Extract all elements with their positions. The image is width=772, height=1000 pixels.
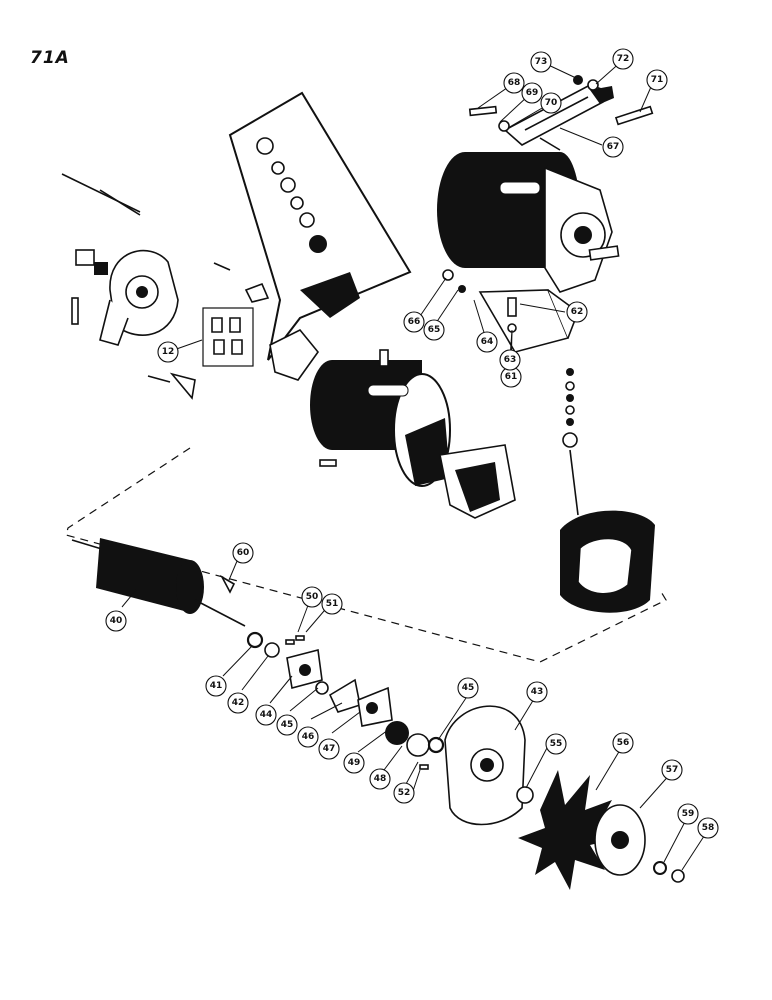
callout-73: 73	[530, 51, 552, 73]
callout-label: 59	[682, 809, 695, 819]
callout-49: 49	[343, 752, 365, 774]
callout-45a: 45	[457, 677, 479, 699]
callout-42: 42	[227, 692, 249, 714]
callout-label: 60	[237, 548, 250, 558]
callout-label: 64	[481, 337, 494, 347]
detail-callout-box	[228, 91, 412, 381]
callout-48: 48	[369, 768, 391, 790]
callout-62: 62	[566, 301, 588, 323]
assembled-generator	[437, 137, 620, 293]
callout-label: 50	[306, 592, 319, 602]
callout-label: 69	[526, 88, 539, 98]
pole-shoes	[405, 418, 516, 519]
callout-label: 45	[462, 683, 475, 693]
callout-57: 57	[661, 759, 683, 781]
callout-label: 66	[408, 317, 421, 327]
callout-label: 44	[260, 710, 273, 720]
terminal-and-field-coils	[560, 368, 655, 613]
callout-69: 69	[521, 82, 543, 104]
callout-label: 57	[666, 765, 679, 775]
callout-52: 52	[393, 782, 415, 804]
callout-label: 49	[348, 758, 361, 768]
callout-65: 65	[423, 319, 445, 341]
callout-label: 43	[531, 687, 544, 697]
callout-55: 55	[545, 733, 567, 755]
callout-label: 56	[617, 738, 630, 748]
callout-label: 73	[535, 57, 548, 67]
callout-label: 51	[326, 599, 339, 609]
callout-44: 44	[255, 704, 277, 726]
callout-label: 68	[508, 78, 521, 88]
callout-68: 68	[503, 72, 525, 94]
drive-end-bearing-parts	[246, 631, 445, 770]
callout-label: 71	[651, 75, 664, 85]
callout-64: 64	[476, 331, 498, 353]
fan-and-pulley	[516, 770, 685, 890]
callout-41: 41	[205, 675, 227, 697]
callout-label: 48	[374, 774, 387, 784]
callout-45b: 45	[276, 714, 298, 736]
callout-67: 67	[602, 136, 624, 158]
commutator-end-head	[61, 173, 196, 400]
callout-label: 67	[607, 142, 620, 152]
callout-60: 60	[232, 542, 254, 564]
callout-46: 46	[297, 726, 319, 748]
drive-end-head	[444, 705, 526, 826]
callout-label: 62	[571, 307, 584, 317]
page-number: 71A	[30, 48, 70, 68]
callout-label: 12	[162, 347, 175, 357]
brush-holder-set	[202, 262, 270, 367]
callout-70: 70	[540, 92, 562, 114]
callout-58: 58	[697, 817, 719, 839]
callout-12: 12	[157, 341, 179, 363]
callout-50: 50	[301, 586, 323, 608]
callout-label: 41	[210, 681, 223, 691]
callout-label: 72	[617, 54, 630, 64]
callout-51: 51	[321, 593, 343, 615]
callout-label: 70	[545, 98, 558, 108]
callout-63: 63	[499, 349, 521, 371]
callout-label: 46	[302, 732, 315, 742]
callout-59: 59	[677, 803, 699, 825]
adjusting-strap	[468, 75, 654, 146]
callout-40: 40	[105, 610, 127, 632]
callout-56: 56	[612, 732, 634, 754]
callout-label: 45	[281, 720, 294, 730]
callout-label: 52	[398, 788, 411, 798]
callout-72: 72	[612, 48, 634, 70]
callout-label: 47	[323, 744, 336, 754]
armature	[71, 538, 246, 627]
callout-label: 42	[232, 698, 245, 708]
callout-label: 40	[110, 616, 123, 626]
callout-label: 58	[702, 823, 715, 833]
callout-label: 65	[428, 325, 441, 335]
callout-label: 61	[505, 372, 518, 382]
callout-43: 43	[526, 681, 548, 703]
callout-label: 63	[504, 355, 517, 365]
callout-71: 71	[646, 69, 668, 91]
callout-label: 55	[550, 739, 563, 749]
callout-47: 47	[318, 738, 340, 760]
mounting-bracket	[442, 269, 579, 353]
callout-66: 66	[403, 311, 425, 333]
